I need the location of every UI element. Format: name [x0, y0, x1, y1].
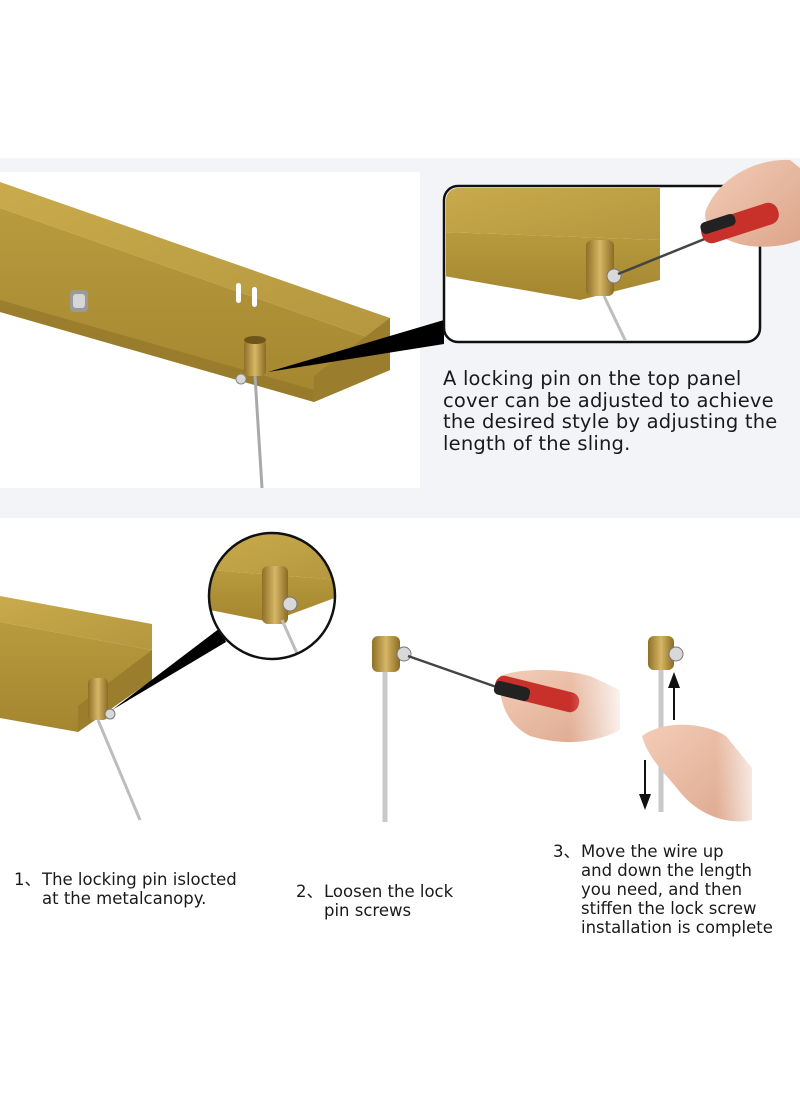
step-1-caption: 1、 The locking pin islocted at the metal…	[14, 870, 274, 908]
step-2-line-2: pin screws	[324, 901, 412, 920]
arrow-up-icon	[668, 672, 680, 720]
step-3-number: 3、	[553, 842, 580, 861]
callout-pointer	[268, 320, 444, 372]
step-2-line-1: Loosen the lock	[324, 882, 454, 901]
main-caption-line-2: cover can be adjusted to achieve	[443, 388, 774, 412]
zoom-circle	[207, 531, 337, 661]
step-3-line-5: installation is complete	[581, 918, 773, 937]
main-caption-line-3: the desired style by adjusting the	[443, 410, 778, 433]
step-3-line-3: you need, and then	[581, 880, 743, 899]
main-caption: A locking pin on the top panel cover can…	[443, 368, 793, 454]
step-3-line-4: stiffen the lock screw	[581, 899, 757, 918]
step-3-line-2: and down the length	[581, 861, 752, 880]
step-2-caption: 2、 Loosen the lock pin screws	[296, 882, 496, 920]
loosen-pin-illustration	[372, 636, 630, 822]
step-2-number: 2、	[296, 882, 323, 901]
step-1-number: 1、	[14, 870, 41, 889]
step-1-line-1: The locking pin islocted	[42, 870, 237, 889]
arrow-down-icon	[639, 760, 651, 810]
large-canopy	[0, 182, 390, 489]
sling-wire	[253, 375, 264, 489]
step-3-caption: 3、 Move the wire up and down the length …	[553, 842, 798, 937]
hand-with-screwdriver-top	[700, 159, 800, 247]
zoom-callout	[442, 184, 762, 344]
callout-pointer-small	[112, 628, 226, 710]
small-canopy	[0, 596, 152, 821]
main-caption-line-1: A locking pin on the top panel	[443, 367, 742, 390]
main-caption-line-4: length of the sling.	[443, 431, 631, 455]
locking-pin	[235, 336, 266, 385]
adjust-wire-illustration	[642, 636, 766, 830]
side-nut	[70, 290, 88, 312]
step-3-line-1: Move the wire up	[581, 842, 724, 861]
step-1-line-2: at the metalcanopy.	[42, 889, 207, 908]
